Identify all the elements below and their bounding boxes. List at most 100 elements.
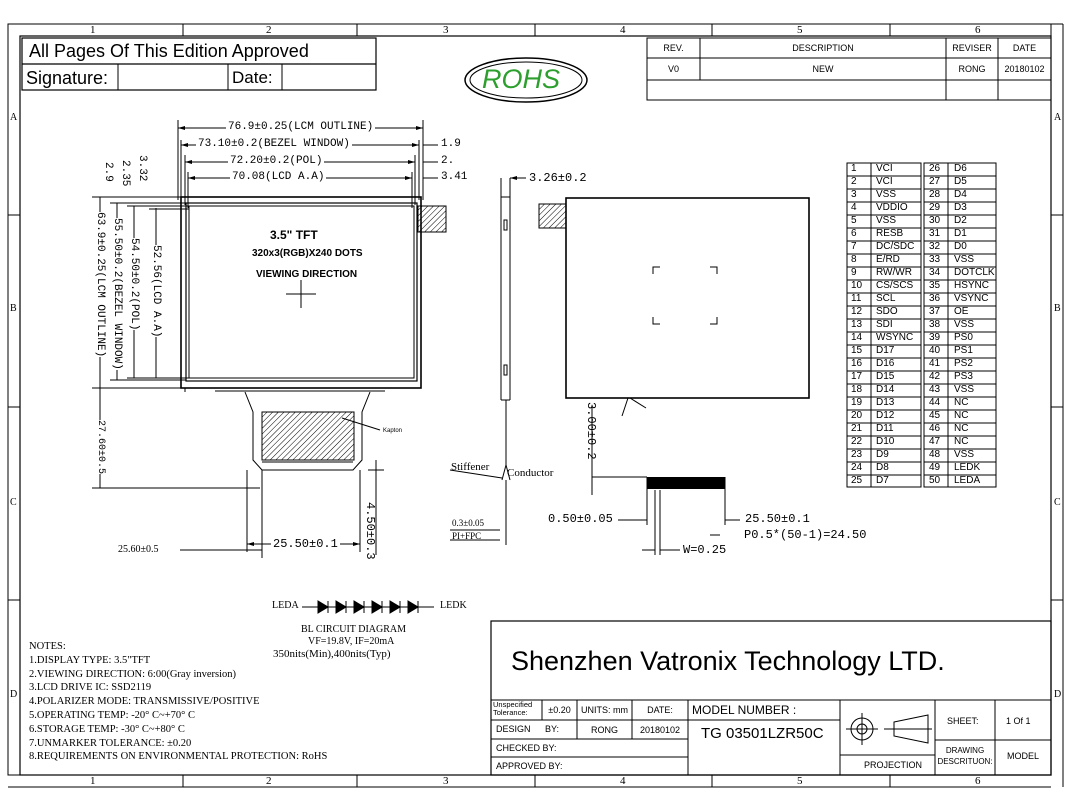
left-pin-number: 23 bbox=[851, 449, 863, 460]
left-pin-name: D16 bbox=[876, 358, 895, 369]
note-item: 3.LCD DRIVE IC: SSD2119 bbox=[29, 682, 152, 694]
right-pin-name: PS2 bbox=[954, 358, 973, 369]
model-number-value: TG 03501LZR50C bbox=[701, 725, 824, 742]
right-pin-number: 27 bbox=[929, 176, 941, 187]
screen-resolution: 320x3(RGB)X240 DOTS bbox=[252, 248, 363, 259]
left-pin-name: SCL bbox=[876, 293, 896, 304]
rohs-logo bbox=[464, 57, 588, 103]
dim-0-50: 0.50±0.05 bbox=[548, 512, 613, 526]
note-item: 8.REQUIREMENTS ON ENVIRONMENTAL PROTECTI… bbox=[29, 751, 328, 763]
left-pin-name: E/RD bbox=[876, 254, 900, 265]
design-date: 20180102 bbox=[639, 724, 681, 735]
grid-letter: D bbox=[10, 689, 18, 700]
right-pin-number: 29 bbox=[929, 202, 941, 213]
left-pin-number: 11 bbox=[851, 293, 862, 304]
left-pin-number: 7 bbox=[851, 241, 857, 252]
conductor-label: Conductor bbox=[507, 467, 554, 479]
left-pin-number: 6 bbox=[851, 228, 857, 239]
note-item: 7.UNMARKER TOLERANCE: ±0.20 bbox=[29, 737, 192, 749]
grid-number: 6 bbox=[975, 24, 981, 36]
checked-by-label: CHECKED BY: bbox=[496, 743, 557, 753]
right-pin-number: 35 bbox=[929, 280, 941, 291]
left-pin-name: VCI bbox=[876, 163, 893, 174]
grid-letter: B bbox=[1054, 303, 1061, 314]
right-pin-number: 41 bbox=[929, 358, 941, 369]
pin-table-grid bbox=[846, 162, 997, 488]
notes-block: NOTES: 1.DISPLAY TYPE: 3.5"TFT 2.VIEWING… bbox=[29, 640, 327, 764]
design-label: DESIGN bbox=[496, 724, 531, 734]
left-pin-number: 10 bbox=[851, 280, 863, 291]
left-pin-name: VDDIO bbox=[876, 202, 908, 213]
right-pin-name: VSS bbox=[954, 254, 975, 265]
rev-header: REV. bbox=[663, 43, 684, 53]
right-pin-name: D0 bbox=[954, 241, 967, 252]
right-pin-name: LEDK bbox=[954, 462, 981, 473]
right-pin-number: 37 bbox=[929, 306, 941, 317]
left-pin-number: 22 bbox=[851, 436, 863, 447]
right-pin-name: DOTCLK bbox=[954, 267, 995, 278]
right-pin-name: D3 bbox=[954, 202, 967, 213]
projection-label: PROJECTION bbox=[864, 760, 923, 770]
right-pin-name: OE bbox=[954, 306, 969, 317]
grid-letter: C bbox=[10, 497, 17, 508]
right-pin-number: 48 bbox=[929, 449, 941, 460]
reviser-value: RONG bbox=[958, 64, 986, 74]
side-view-drawing bbox=[449, 176, 526, 545]
dim-width: W=0.25 bbox=[683, 543, 727, 557]
right-pin-number: 30 bbox=[929, 215, 941, 226]
right-pin-number: 28 bbox=[929, 189, 941, 200]
dim-25-50-front: 25.50±0.1 bbox=[271, 537, 340, 551]
right-pin-name: NC bbox=[954, 410, 969, 421]
right-pin-name: HSYNC bbox=[954, 280, 990, 291]
right-pin-name: D1 bbox=[954, 228, 967, 239]
right-pin-number: 45 bbox=[929, 410, 941, 421]
right-pin-number: 43 bbox=[929, 384, 941, 395]
tolerance-value: ±0.20 bbox=[548, 705, 571, 715]
grid-number: 5 bbox=[797, 24, 803, 36]
right-pin-name: D5 bbox=[954, 176, 967, 187]
right-pin-name: D4 bbox=[954, 189, 967, 200]
sheet-label: SHEET: bbox=[947, 716, 979, 726]
grid-letter: D bbox=[1054, 689, 1062, 700]
left-pin-number: 5 bbox=[851, 215, 857, 226]
grid-number: 1 bbox=[90, 24, 96, 36]
note-item: 1.DISPLAY TYPE: 3.5"TFT bbox=[29, 654, 151, 666]
right-pin-number: 39 bbox=[929, 332, 941, 343]
dim-lcm-outline-width: 76.9±0.25(LCM OUTLINE) bbox=[226, 121, 376, 133]
fpc-thickness: 0.3±0.05 bbox=[452, 518, 484, 528]
left-pin-name: D14 bbox=[876, 384, 895, 395]
back-view-drawing bbox=[538, 197, 810, 555]
bl-brightness: 350nits(Min),400nits(Typ) bbox=[273, 648, 391, 660]
note-item: 4.POLARIZER MODE: TRANSMISSIVE/POSITIVE bbox=[29, 696, 260, 708]
right-pin-number: 42 bbox=[929, 371, 941, 382]
left-pin-number: 15 bbox=[851, 345, 863, 356]
dim-pol-width: 72.20±0.2(POL) bbox=[228, 155, 325, 167]
dim-pitch: P0.5*(50-1)=24.50 bbox=[744, 528, 867, 542]
bl-circuit-title: BL CIRCUIT DIAGRAM bbox=[301, 624, 407, 635]
left-pin-number: 16 bbox=[851, 358, 863, 369]
dim-25-50-back: 25.50±0.1 bbox=[745, 512, 810, 526]
left-pin-name: RW/WR bbox=[876, 267, 912, 278]
right-pin-number: 50 bbox=[929, 475, 941, 486]
kapton-label: Kapton bbox=[383, 428, 403, 434]
left-pin-number: 17 bbox=[851, 371, 863, 382]
left-pin-number: 14 bbox=[851, 332, 863, 343]
left-pin-name: VSS bbox=[876, 189, 897, 200]
left-pin-number: 2 bbox=[851, 176, 857, 187]
dim-right-3: 3.41 bbox=[441, 171, 468, 183]
reviser-header: REVISER bbox=[952, 43, 992, 53]
dim-right-1: 1.9 bbox=[441, 138, 461, 150]
right-pin-number: 31 bbox=[929, 228, 941, 239]
designer-name: RONG bbox=[591, 724, 618, 735]
right-pin-number: 38 bbox=[929, 319, 941, 330]
grid-number: 1 bbox=[90, 775, 96, 787]
right-pin-number: 34 bbox=[929, 267, 941, 278]
grid-letter: C bbox=[1054, 497, 1061, 508]
right-pin-number: 26 bbox=[929, 163, 941, 174]
note-item: 6.STORAGE TEMP: -30° C~+80° C bbox=[29, 723, 185, 735]
left-pin-number: 4 bbox=[851, 202, 857, 213]
description-value: NEW bbox=[812, 64, 834, 74]
revision-table bbox=[646, 37, 1052, 101]
left-pin-name: DC/SDC bbox=[876, 241, 915, 252]
